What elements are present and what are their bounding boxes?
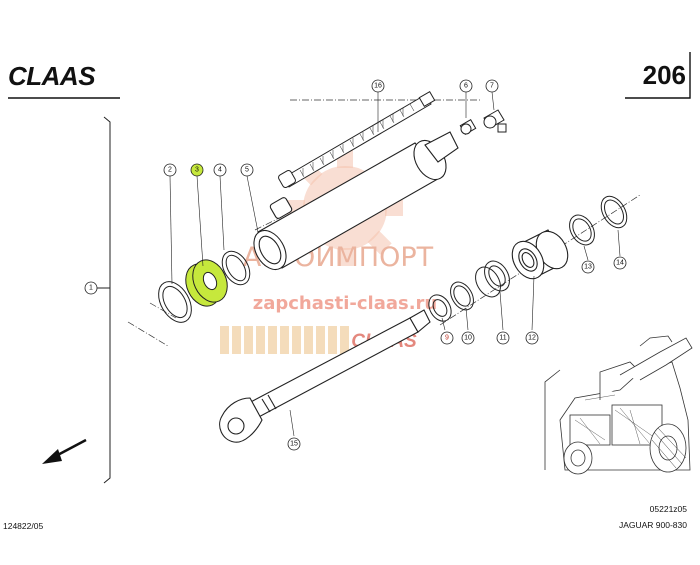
ring-13: [569, 214, 595, 246]
svg-text:11: 11: [499, 335, 506, 342]
machine-thumbnail: [544, 335, 693, 475]
svg-text:16: 16: [374, 83, 382, 90]
diagram-reference-code: 124822/05: [3, 521, 43, 531]
callout-5[interactable]: 5: [240, 163, 254, 177]
callout-6[interactable]: 6: [459, 79, 473, 93]
claas-logo: CLAAS: [8, 61, 97, 91]
callout-14[interactable]: 14: [613, 256, 627, 270]
callout-7[interactable]: 7: [485, 79, 499, 93]
callout-13[interactable]: 13: [581, 260, 595, 274]
seal-3-highlighted: [185, 259, 228, 307]
svg-text:9: 9: [445, 335, 449, 342]
callout-16[interactable]: 16: [371, 79, 385, 93]
assembly-bracket: [96, 116, 111, 484]
ring-4: [221, 250, 251, 286]
machine-model: JAGUAR 900-830: [619, 520, 687, 530]
ring-14: [600, 195, 628, 229]
svg-text:15: 15: [290, 441, 298, 448]
callout-1[interactable]: 1: [84, 281, 98, 295]
svg-text:7: 7: [490, 83, 494, 90]
watermark-stripes: [220, 326, 349, 354]
ring-2: [158, 281, 192, 323]
brand-logo-text: CLAAS: [8, 61, 96, 91]
ring-10: [450, 281, 474, 311]
callout-2[interactable]: 2: [163, 163, 177, 177]
direction-arrow-icon: [42, 438, 87, 464]
svg-text:3: 3: [195, 167, 199, 174]
hose-part: [278, 90, 436, 188]
callout-11[interactable]: 11: [496, 331, 510, 345]
callout-9[interactable]: 9: [440, 331, 454, 345]
callout-3[interactable]: 3: [190, 163, 204, 177]
thumbnail-code: 05221z05: [650, 504, 688, 514]
cylinder-barrel: [253, 131, 459, 271]
svg-text:5: 5: [245, 167, 249, 174]
svg-text:13: 13: [584, 264, 592, 271]
ring-11: [475, 260, 510, 298]
callout-10[interactable]: 10: [461, 331, 475, 345]
callout-12[interactable]: 12: [525, 331, 539, 345]
callout-4[interactable]: 4: [213, 163, 227, 177]
svg-text:14: 14: [616, 260, 624, 267]
piston-rod: [219, 309, 431, 443]
leader-lines: [169, 91, 621, 437]
svg-text:4: 4: [218, 167, 222, 174]
svg-text:10: 10: [464, 335, 472, 342]
svg-text:2: 2: [168, 167, 172, 174]
page-number: 206: [643, 60, 686, 90]
svg-text:1: 1: [89, 285, 93, 292]
callout-15[interactable]: 15: [287, 437, 301, 451]
watermark-url: zapchasti-claas.ru: [253, 293, 437, 314]
gland-12: [511, 229, 569, 280]
fitting-7: [483, 109, 507, 133]
svg-text:6: 6: [464, 83, 468, 90]
ring-9: [428, 294, 452, 322]
callouts: 1 2 3 4 5 6 7 9 10 11 12 13 14 15 16: [84, 79, 627, 451]
fitting-6: [459, 118, 477, 136]
svg-text:12: 12: [528, 335, 536, 342]
header-rule-right: [625, 52, 691, 99]
